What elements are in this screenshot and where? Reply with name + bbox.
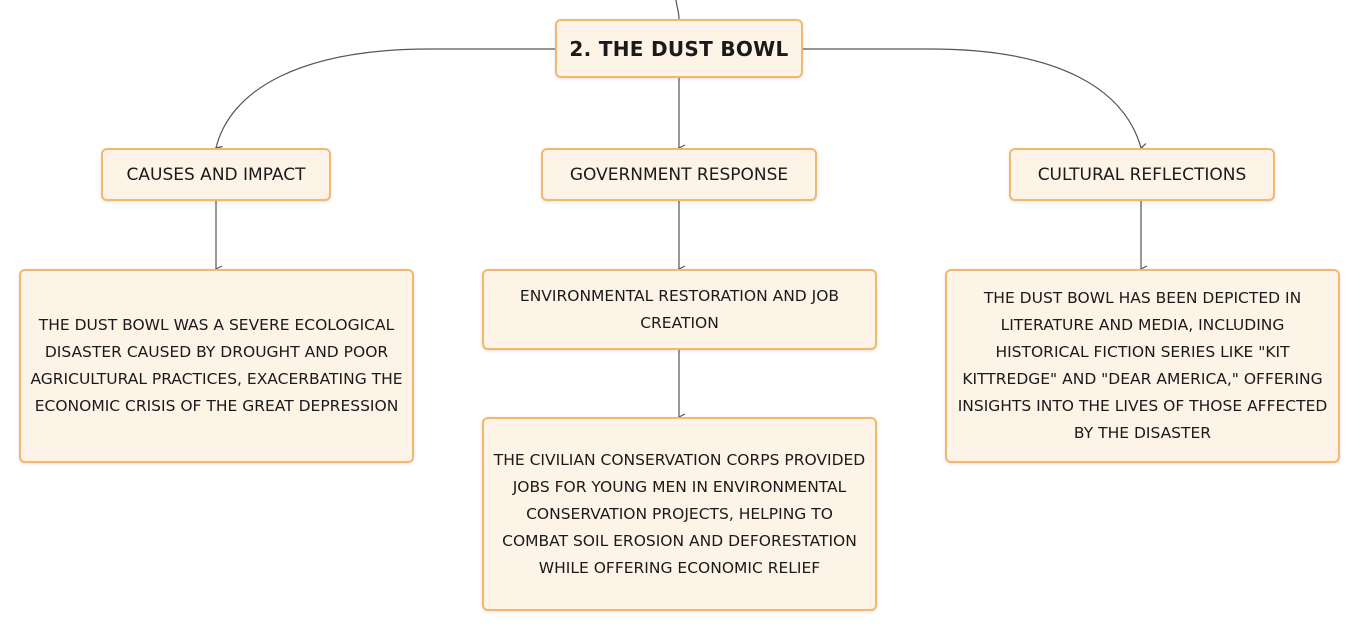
root-node[interactable]: 2. THE DUST BOWL (555, 19, 803, 78)
environmental-restoration-node[interactable]: ENVIRONMENTAL RESTORATION AND JOB CREATI… (482, 269, 877, 350)
causes-detail-text: THE DUST BOWL WAS A SEVERE ECOLOGICAL DI… (30, 316, 403, 415)
culture-detail-text: THE DUST BOWL HAS BEEN DEPICTED IN LITER… (957, 289, 1328, 442)
causes-and-impact-node[interactable]: CAUSES AND IMPACT (101, 148, 331, 201)
causes-detail-node[interactable]: THE DUST BOWL WAS A SEVERE ECOLOGICAL DI… (19, 269, 414, 463)
connector-root-to-causes (216, 48, 555, 148)
government-detail-node[interactable]: THE CIVILIAN CONSERVATION CORPS PROVIDED… (482, 417, 877, 611)
causes-and-impact-label: CAUSES AND IMPACT (126, 164, 306, 185)
government-detail-text: THE CIVILIAN CONSERVATION CORPS PROVIDED… (493, 450, 866, 577)
government-response-node[interactable]: GOVERNMENT RESPONSE (541, 148, 817, 201)
cultural-reflections-node[interactable]: CULTURAL REFLECTIONS (1009, 148, 1275, 201)
culture-detail-node[interactable]: THE DUST BOWL HAS BEEN DEPICTED IN LITER… (945, 269, 1340, 463)
government-response-label: GOVERNMENT RESPONSE (569, 164, 789, 185)
root-node-label: 2. THE DUST BOWL (569, 36, 789, 61)
connector-parent-to-root (675, 0, 680, 20)
cultural-reflections-label: CULTURAL REFLECTIONS (1037, 164, 1247, 185)
connector-root-to-culture (803, 48, 1141, 148)
environmental-restoration-label: ENVIRONMENTAL RESTORATION AND JOB CREATI… (519, 286, 840, 332)
